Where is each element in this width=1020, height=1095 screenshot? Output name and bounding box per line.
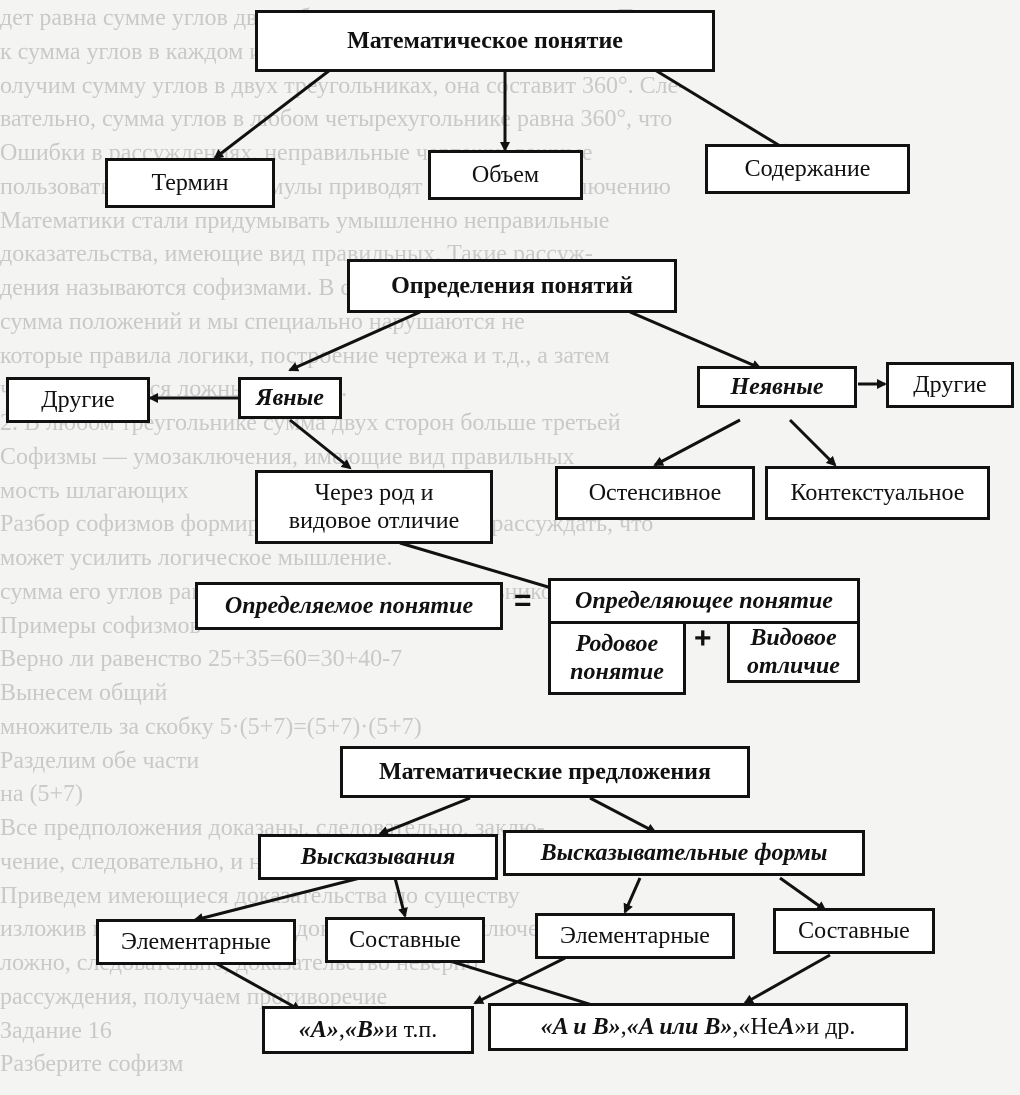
node-label: Остенсивное (588, 480, 722, 506)
node-label-line2: понятие (570, 659, 664, 685)
node-label: Высказывания (300, 844, 456, 870)
node-label: Определения понятий (391, 273, 633, 299)
example-not-a: A (778, 1014, 795, 1040)
example-and: «A и B» (540, 1014, 621, 1040)
node-scope: Объем (428, 150, 583, 200)
node-others-left: Другие (6, 377, 150, 423)
example-sep: , (620, 1014, 627, 1040)
node-ostensive: Остенсивное (555, 466, 755, 520)
node-label-line2: видовое отличие (288, 508, 460, 534)
node-definiendum: Определяемое понятие (195, 582, 503, 630)
node-elementary-right: Элементарные (535, 913, 735, 959)
node-species-difference: Видовое отличие (727, 621, 860, 683)
node-generic-concept: Родовое понятие (548, 621, 686, 695)
example-b: «B» (344, 1017, 385, 1043)
node-genus-differentia: Через род и видовое отличие (255, 470, 493, 544)
node-label: Элементарные (121, 929, 271, 955)
background-text-line: Разделим обе части (0, 748, 200, 774)
node-compound-examples: «A и B», «A или B», «Не A» и др. (488, 1003, 908, 1051)
node-label: Определяемое понятие (224, 593, 474, 619)
node-implicit: Неявные (697, 366, 857, 408)
background-text-line: Разберите софизм (0, 1051, 184, 1077)
node-contextual: Контекстуальное (765, 466, 990, 520)
node-label: Элементарные (560, 923, 710, 949)
node-label: Контекстуальное (790, 480, 965, 506)
background-text-line: Вынесем общий (0, 680, 168, 706)
node-label: Другие (41, 387, 115, 413)
background-text-line: Математики стали придумывать умышленно н… (0, 208, 610, 234)
node-content: Содержание (705, 144, 910, 194)
background-text-line: Примеры софизмов (0, 613, 201, 639)
node-label-line1: Через род и (314, 480, 434, 506)
node-definiens: Определяющее понятие (548, 578, 860, 624)
equals-sign: = (514, 584, 532, 617)
node-others-right: Другие (886, 362, 1014, 408)
example-sep: , (732, 1014, 739, 1040)
node-label: Математические предложения (379, 759, 711, 785)
node-compound-right: Составные (773, 908, 935, 954)
node-label: Явные (256, 385, 324, 411)
node-label: Термин (151, 170, 229, 196)
example-not-open: «Не (738, 1014, 779, 1040)
node-label: Математическое понятие (347, 28, 623, 54)
example-suffix: и др. (806, 1014, 856, 1040)
example-sep: , (338, 1017, 345, 1043)
background-text-line: олучим сумму углов в двух треугольниках,… (0, 73, 687, 99)
example-not-close: » (794, 1014, 807, 1040)
node-concept-definitions: Определения понятий (347, 259, 677, 313)
node-label-line1: Видовое (750, 625, 837, 651)
node-label: Содержание (744, 156, 871, 182)
node-label: Неявные (730, 374, 824, 400)
background-text-line: сумма положений и мы специально нарушают… (0, 309, 525, 335)
node-label: Объем (471, 162, 540, 188)
node-label: Высказывательные формы (540, 840, 828, 866)
node-label: Составные (349, 927, 461, 953)
background-text-line: множитель за скобку 5·(5+7)=(5+7)·(5+7) (0, 714, 422, 740)
plus-sign: + (694, 622, 712, 655)
example-a: «A» (298, 1017, 339, 1043)
background-text-line: Софизмы — умозаключения, имеющие вид пра… (0, 444, 575, 470)
node-math-sentences: Математические предложения (340, 746, 750, 798)
background-text-line: Задание 16 (0, 1018, 112, 1044)
background-text-line: на (5+7) (0, 781, 84, 807)
node-label-line1: Родовое (575, 631, 659, 657)
example-suffix: и т.п. (384, 1017, 438, 1043)
background-text-line: Верно ли равенство 25+35=60=30+40-7 (0, 646, 403, 672)
background-text-line: рассуждения, получаем противоречие (0, 984, 388, 1010)
node-label-line2: отличие (747, 653, 840, 679)
node-statement-forms: Высказывательные формы (503, 830, 865, 876)
node-label: Составные (798, 918, 910, 944)
node-compound-left: Составные (325, 917, 485, 963)
node-label: Определяющее понятие (575, 588, 833, 614)
example-or: «A или B» (626, 1014, 733, 1040)
node-statements: Высказывания (258, 834, 498, 880)
node-explicit: Явные (238, 377, 342, 419)
node-elementary-examples: «A», «B» и т.п. (262, 1006, 474, 1054)
node-mathematical-concept: Математическое понятие (255, 10, 715, 72)
background-text-line: вательно, сумма углов в любом четырехуго… (0, 106, 673, 132)
node-label: Другие (913, 372, 987, 398)
node-elementary-left: Элементарные (96, 919, 296, 965)
background-text-line: может усилить логическое мышление. (0, 545, 393, 571)
background-text-line: мость шлагающих (0, 478, 189, 504)
node-term: Термин (105, 158, 275, 208)
